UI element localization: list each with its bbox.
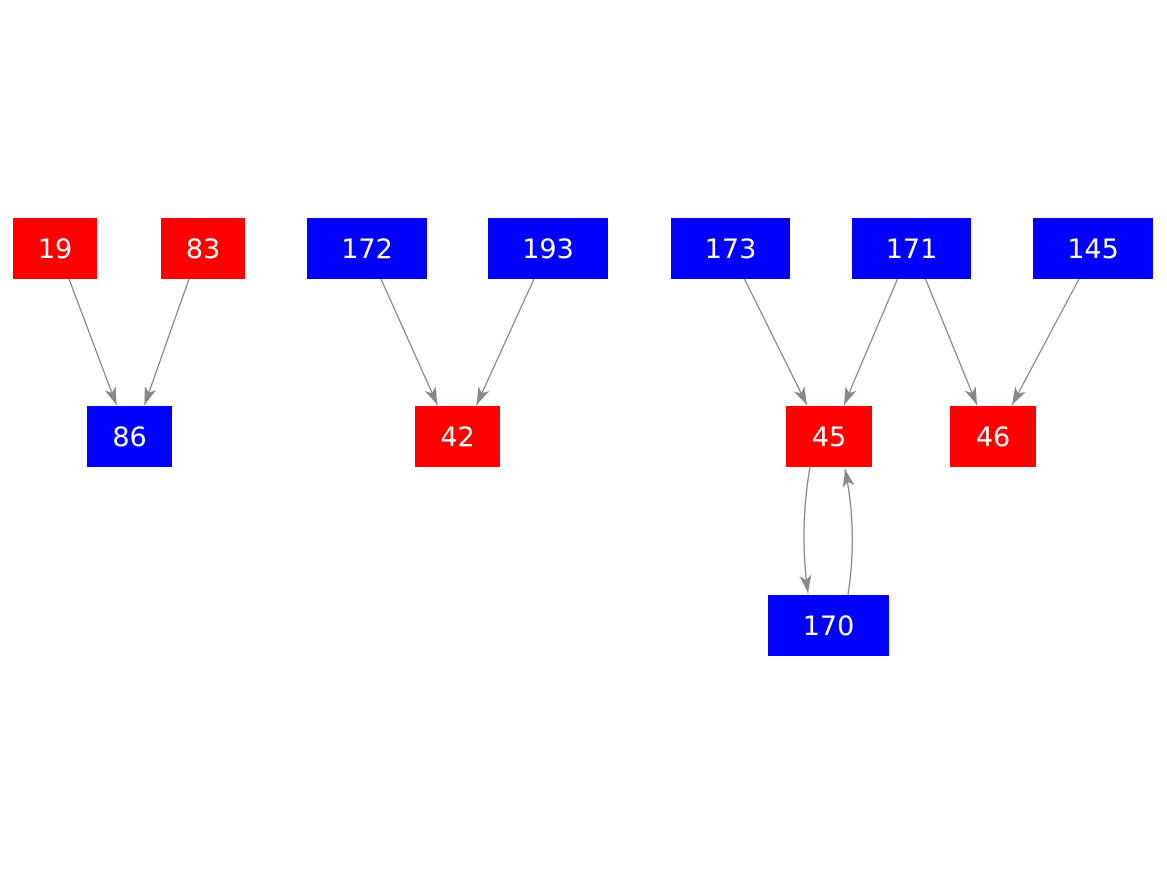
node-label-42: 42	[440, 422, 474, 453]
node-label-45: 45	[812, 422, 846, 453]
node-box-83	[161, 218, 245, 279]
node-42: 42	[415, 406, 500, 467]
edge-83-86	[143, 278, 190, 406]
edge-193-42	[475, 278, 535, 406]
node-box-42	[415, 406, 500, 467]
node-label-171: 171	[886, 234, 938, 265]
edge-145-46	[1011, 278, 1080, 406]
edge-171-46	[924, 278, 978, 406]
node-label-193: 193	[522, 234, 574, 265]
node-19: 19	[13, 218, 97, 279]
node-box-19	[13, 218, 97, 279]
node-box-170	[768, 595, 889, 656]
node-label-19: 19	[38, 234, 72, 265]
node-label-172: 172	[341, 234, 393, 265]
node-box-173	[671, 218, 790, 279]
node-83: 83	[161, 218, 245, 279]
node-label-86: 86	[112, 422, 146, 453]
node-45: 45	[786, 406, 872, 467]
node-170: 170	[768, 595, 889, 656]
node-173: 173	[671, 218, 790, 279]
node-label-170: 170	[803, 611, 855, 642]
edge-170-45	[842, 468, 855, 596]
edge-173-45	[743, 278, 808, 406]
node-box-145	[1033, 218, 1153, 279]
node-box-46	[950, 406, 1036, 467]
node-box-193	[488, 218, 608, 279]
node-label-173: 173	[705, 234, 757, 265]
node-145: 145	[1033, 218, 1153, 279]
node-box-86	[87, 406, 172, 467]
node-box-45	[786, 406, 872, 467]
node-label-46: 46	[976, 422, 1010, 453]
node-46: 46	[950, 406, 1036, 467]
node-box-172	[307, 218, 427, 279]
node-172: 172	[307, 218, 427, 279]
edge-19-86	[68, 278, 118, 406]
node-box-171	[852, 218, 971, 279]
edge-45-170	[799, 466, 812, 594]
node-label-145: 145	[1067, 234, 1119, 265]
node-171: 171	[852, 218, 971, 279]
node-86: 86	[87, 406, 172, 467]
node-193: 193	[488, 218, 608, 279]
node-label-83: 83	[186, 234, 220, 265]
edge-171-45	[843, 278, 899, 406]
edge-172-42	[380, 278, 439, 406]
